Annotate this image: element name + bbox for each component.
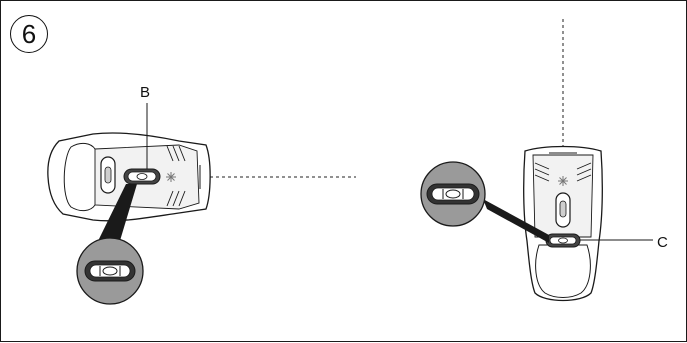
callout-label-b: B — [140, 84, 151, 101]
sensor-grip-ridges — [166, 145, 186, 207]
vertical-vial-right-bubble — [559, 200, 567, 218]
laser-aperture-icon-vertical — [558, 176, 568, 186]
magnified-vial-b-bubble — [102, 266, 118, 276]
horizontal-vial-c-bubble — [558, 237, 568, 244]
sensor-body-contour-vertical — [535, 244, 591, 298]
sensor-horizontal — [47, 103, 356, 305]
sensor-vertical — [420, 19, 653, 302]
magnifier-wedge-right — [483, 199, 549, 243]
laser-aperture-icon — [166, 172, 176, 182]
magnifier-wedge-left — [99, 184, 137, 244]
callout-label-c: C — [657, 234, 668, 251]
sensor-grip-ridges-vertical — [534, 162, 592, 182]
vertical-vial-bubble — [104, 166, 112, 184]
step-number-badge: 6 — [10, 15, 48, 53]
magnified-vial-c-bubble — [445, 189, 461, 199]
horizontal-vial-b-bubble — [136, 173, 148, 180]
